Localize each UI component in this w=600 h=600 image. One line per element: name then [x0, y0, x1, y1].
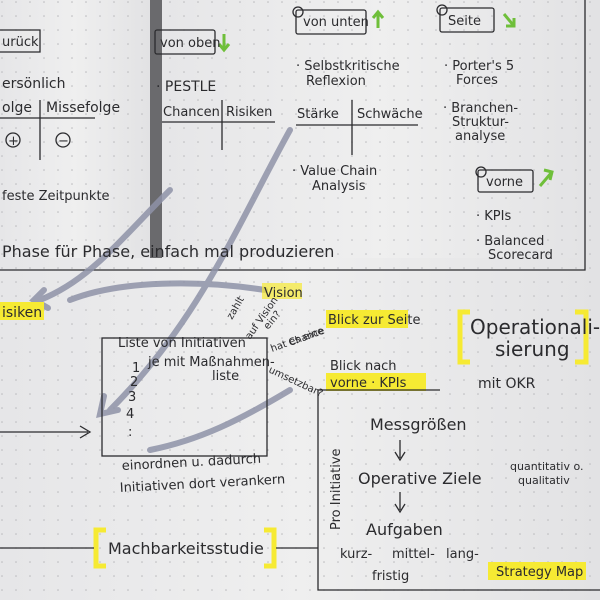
- label-branchen-2: Struktur-: [452, 115, 509, 130]
- label-quant-1: quantitativ o.: [510, 460, 584, 473]
- minus-sign: −: [58, 134, 69, 149]
- section-von-oben: [154, 29, 275, 150]
- label-selbstkritische-1: · Selbstkritische: [296, 59, 400, 74]
- label-branchen-3: analyse: [455, 129, 505, 144]
- label-operationali-2: sierung: [495, 337, 570, 361]
- label-lang: lang-: [446, 547, 479, 562]
- flow-box: [317, 389, 600, 591]
- label-mit-okr: mit OKR: [478, 376, 536, 392]
- machbarkeit-bracket: [93, 527, 277, 569]
- top-frame: [0, 0, 586, 271]
- label-seite: Seite: [448, 14, 481, 29]
- label-vorne: vorne: [486, 175, 523, 190]
- list-num-1: 1: [132, 361, 140, 376]
- label-blick-vorne-2: vorne · KPIs: [330, 376, 407, 391]
- section-seite: [436, 4, 554, 193]
- label-vision: Vision: [264, 286, 303, 301]
- label-balanced-2: Scorecard: [488, 248, 553, 263]
- label-liste-title: Liste von Initiativen: [118, 336, 246, 351]
- list-item-1-b: liste: [212, 369, 239, 384]
- label-risiken-top: Risiken: [226, 105, 272, 120]
- label-zurueck: urück: [2, 35, 39, 50]
- label-fristig: fristig: [372, 569, 409, 584]
- label-schwaeche: Schwäche: [357, 107, 423, 122]
- strategy-map-highlight: [488, 562, 586, 580]
- label-branchen-1: · Branchen-: [443, 101, 518, 116]
- label-blick-zur-seite: Blick zur Seite: [328, 313, 420, 328]
- label-blick-vorne-1: Blick nach: [330, 359, 397, 374]
- plus-sign: +: [8, 134, 19, 149]
- label-porters-2: Forces: [456, 73, 498, 88]
- list-item-1-a: je mit Maßnahmen-: [147, 355, 275, 370]
- phase-heading: Phase für Phase, einfach mal produzieren: [2, 242, 334, 261]
- label-balanced-1: · Balanced: [476, 234, 544, 249]
- label-machbarkeit: Machbarkeitsstudie: [108, 539, 264, 558]
- initiative-list-box: [101, 337, 268, 457]
- label-von-oben: von oben: [160, 36, 220, 51]
- label-aufgaben: Aufgaben: [366, 520, 443, 539]
- label-quant-2: qualitativ: [518, 474, 570, 487]
- list-num-3: 3: [128, 390, 136, 405]
- label-operationali-1: Operationali-: [470, 315, 600, 339]
- label-selbstkritische-2: Reflexion: [306, 74, 366, 89]
- label-kurz: kurz-: [340, 547, 373, 562]
- label-porters-1: · Porter's 5: [444, 59, 514, 74]
- section-zurueck: [0, 29, 95, 160]
- list-num-2: 2: [130, 375, 138, 390]
- label-messgroessen: Messgrößen: [370, 415, 467, 434]
- label-von-unten: von unten: [303, 15, 369, 30]
- label-persoenlich: ersönlich: [2, 76, 65, 92]
- label-value-chain-1: · Value Chain: [292, 164, 377, 179]
- label-folge: olge: [2, 100, 32, 116]
- list-num-4: 4: [126, 407, 134, 422]
- label-pestle: · PESTLE: [156, 79, 216, 95]
- label-einordnen: einordnen u. dadurch: [121, 452, 261, 474]
- label-mittel: mittel-: [392, 547, 435, 562]
- list-dots: :: [128, 425, 132, 440]
- binding: [150, 0, 162, 258]
- label-risiken-mid: isiken: [2, 305, 42, 321]
- blick-vorne-highlight: [326, 373, 426, 391]
- label-missfolge: Missefolge: [46, 100, 120, 116]
- label-strategy-map: Strategy Map: [496, 565, 583, 580]
- operationalisierung-bracket: [457, 309, 589, 365]
- risiken-highlight: [0, 302, 44, 320]
- label-staerke: Stärke: [297, 107, 339, 122]
- label-value-chain-2: Analysis: [312, 179, 366, 194]
- vision-highlight: [262, 283, 302, 299]
- section-von-unten: [292, 6, 418, 155]
- label-feste-zeitpunkte: feste Zeitpunkte: [2, 189, 110, 204]
- label-proinitiative: Pro Initiative: [329, 448, 344, 530]
- label-kpis: · KPIs: [476, 209, 511, 224]
- label-chancen: Chancen: [163, 105, 220, 120]
- label-operative-ziele: Operative Ziele: [358, 469, 482, 488]
- left-arrow: [0, 425, 92, 439]
- blick-seite-highlight: [326, 310, 408, 328]
